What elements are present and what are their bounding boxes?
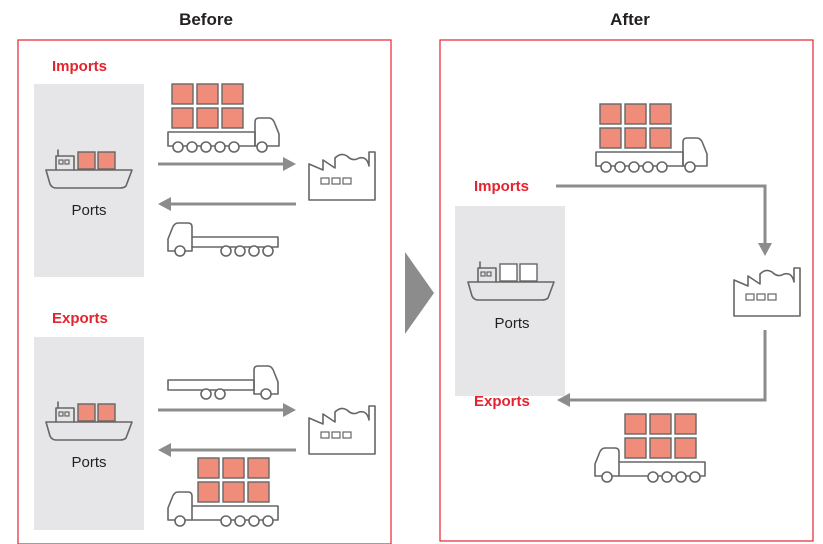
before-exports-label: Exports bbox=[52, 310, 108, 327]
after-ports-label: Ports bbox=[494, 315, 529, 332]
before-ports-label-exports: Ports bbox=[71, 454, 106, 471]
before-imports-label: Imports bbox=[52, 58, 107, 75]
before-heading: Before bbox=[179, 10, 233, 29]
transition-arrow bbox=[405, 252, 434, 334]
after-imports-label: Imports bbox=[474, 178, 529, 195]
after-ports-panel bbox=[455, 206, 565, 396]
arrowhead bbox=[158, 197, 171, 211]
arrow-imports-to-factory bbox=[556, 184, 767, 243]
arrowhead bbox=[283, 403, 296, 417]
arrowhead bbox=[158, 443, 171, 457]
arrow-factory-to-exports bbox=[570, 330, 767, 402]
before-ports-label-imports: Ports bbox=[71, 202, 106, 219]
before-ports-panel-exports bbox=[34, 337, 144, 530]
arrowhead bbox=[758, 243, 772, 256]
after-heading: After bbox=[610, 10, 650, 29]
before-ports-panel-imports bbox=[34, 84, 144, 277]
after-exports-label: Exports bbox=[474, 393, 530, 410]
arrowhead bbox=[557, 393, 570, 407]
arrowhead bbox=[283, 157, 296, 171]
